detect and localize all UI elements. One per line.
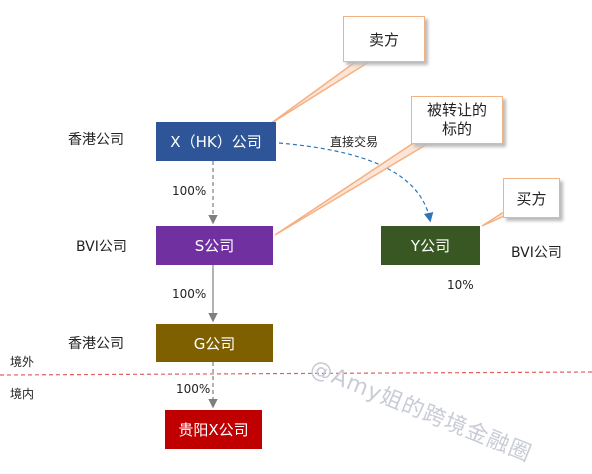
node-g-label: G公司 — [193, 334, 236, 353]
callout-pointer-seller — [269, 59, 375, 125]
callout-pointer-target — [274, 139, 437, 236]
node-y-company: Y公司 — [381, 226, 480, 265]
callout-buyer: 买方 — [503, 178, 560, 218]
label-outside-border: 境外 — [10, 355, 35, 369]
node-guiyang-label: 贵阳X公司 — [178, 421, 249, 439]
callout-target-line2: 标的 — [441, 120, 472, 138]
side-label-s: BVI公司 — [76, 239, 127, 255]
pct-g-to-guiyang: 100% — [176, 382, 211, 396]
side-label-y: BVI公司 — [511, 245, 562, 261]
callout-buyer-text: 买方 — [516, 189, 547, 208]
node-s-label: S公司 — [194, 237, 235, 255]
border-line — [0, 371, 592, 376]
node-guiyang-x-company: 贵阳X公司 — [165, 410, 262, 449]
callout-seller-text: 卖方 — [368, 30, 399, 49]
label-inside-border: 境内 — [10, 387, 35, 401]
side-label-g: 香港公司 — [68, 336, 124, 352]
pct-s-to-g: 100% — [172, 287, 207, 301]
pct-x-to-s: 100% — [172, 184, 207, 198]
label-direct-trade: 直接交易 — [330, 135, 379, 149]
node-x-hk-company: X（HK）公司 — [156, 122, 276, 161]
node-x-hk-label: X（HK）公司 — [170, 133, 262, 151]
pct-y-share: 10% — [447, 278, 474, 292]
side-label-x-hk: 香港公司 — [68, 132, 124, 148]
callout-seller: 卖方 — [343, 16, 425, 62]
callout-target-line1: 被转让的 — [426, 101, 487, 119]
callout-target: 被转让的 标的 — [411, 96, 503, 144]
node-g-company: G公司 — [156, 324, 273, 362]
node-s-company: S公司 — [156, 226, 273, 265]
node-y-label: Y公司 — [410, 237, 451, 255]
